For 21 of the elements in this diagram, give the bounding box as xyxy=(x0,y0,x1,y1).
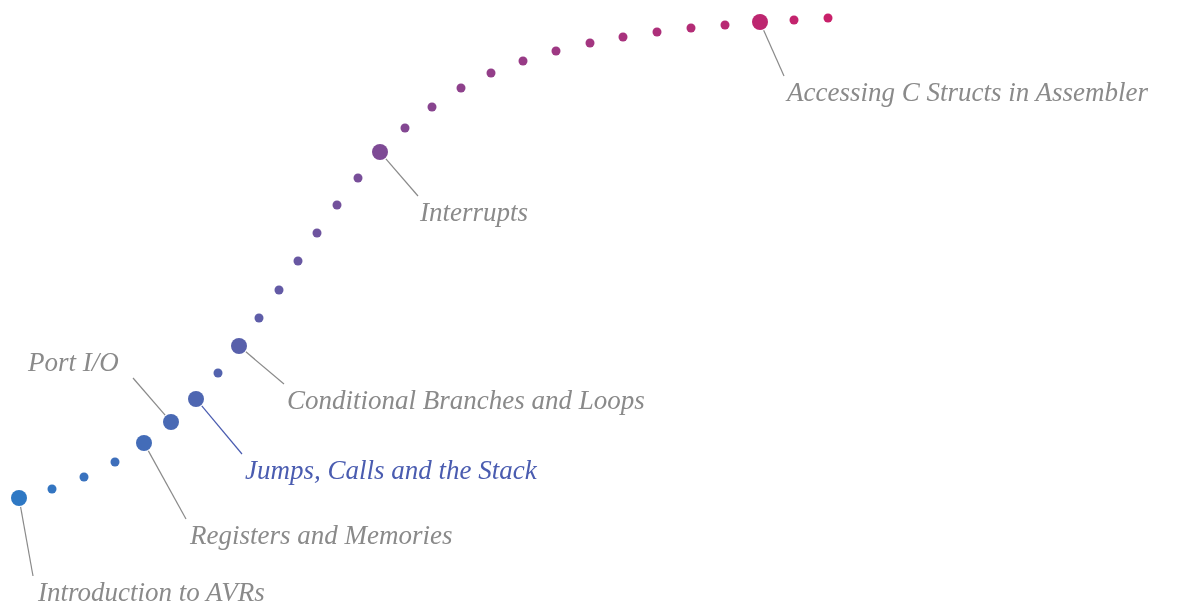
topic-label: Port I/O xyxy=(28,346,119,378)
milestone-dot xyxy=(136,435,152,451)
leader-line xyxy=(201,405,243,455)
topic-label: Conditional Branches and Loops xyxy=(287,384,645,416)
leader-line xyxy=(763,29,785,77)
leader-line xyxy=(132,377,166,416)
leader-line xyxy=(245,351,285,385)
topic-label: Accessing C Structs in Assembler xyxy=(787,76,1148,108)
leader-line xyxy=(147,450,187,520)
milestone-dot xyxy=(752,14,768,30)
topic-label: Introduction to AVRs xyxy=(38,576,265,608)
topic-label: Registers and Memories xyxy=(190,519,453,551)
milestone-dot xyxy=(231,338,247,354)
topic-label: Jumps, Calls and the Stack xyxy=(245,454,537,486)
topic-label: Interrupts xyxy=(420,196,528,228)
milestone-dot xyxy=(372,144,388,160)
leader-line xyxy=(385,158,419,197)
milestone-dot xyxy=(163,414,179,430)
leader-line xyxy=(20,506,34,577)
milestone-dot xyxy=(188,391,204,407)
milestone-dot xyxy=(11,490,27,506)
